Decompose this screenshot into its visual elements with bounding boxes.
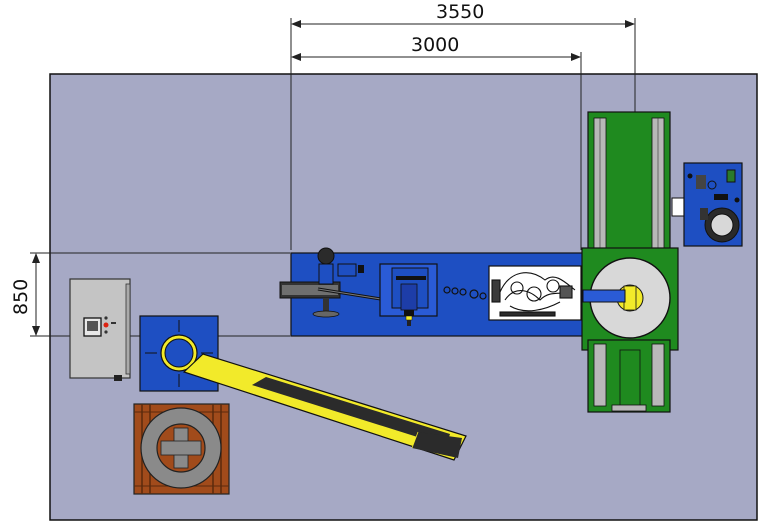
dimension-label-3000: 3000 [411,34,459,56]
cabinet-indicator [103,322,109,328]
green-frame [581,111,679,413]
guide-roll [317,247,335,265]
electrical-panel [671,162,743,247]
dimension-label-3550: 3550 [436,1,484,23]
inclined-conveyor [182,353,467,461]
control-cabinet [69,278,131,381]
main-machine-base [279,247,588,337]
coil-pallet [133,403,230,495]
dimension-3000: 3000 [291,34,582,250]
dimension-label-850: 850 [10,279,32,315]
